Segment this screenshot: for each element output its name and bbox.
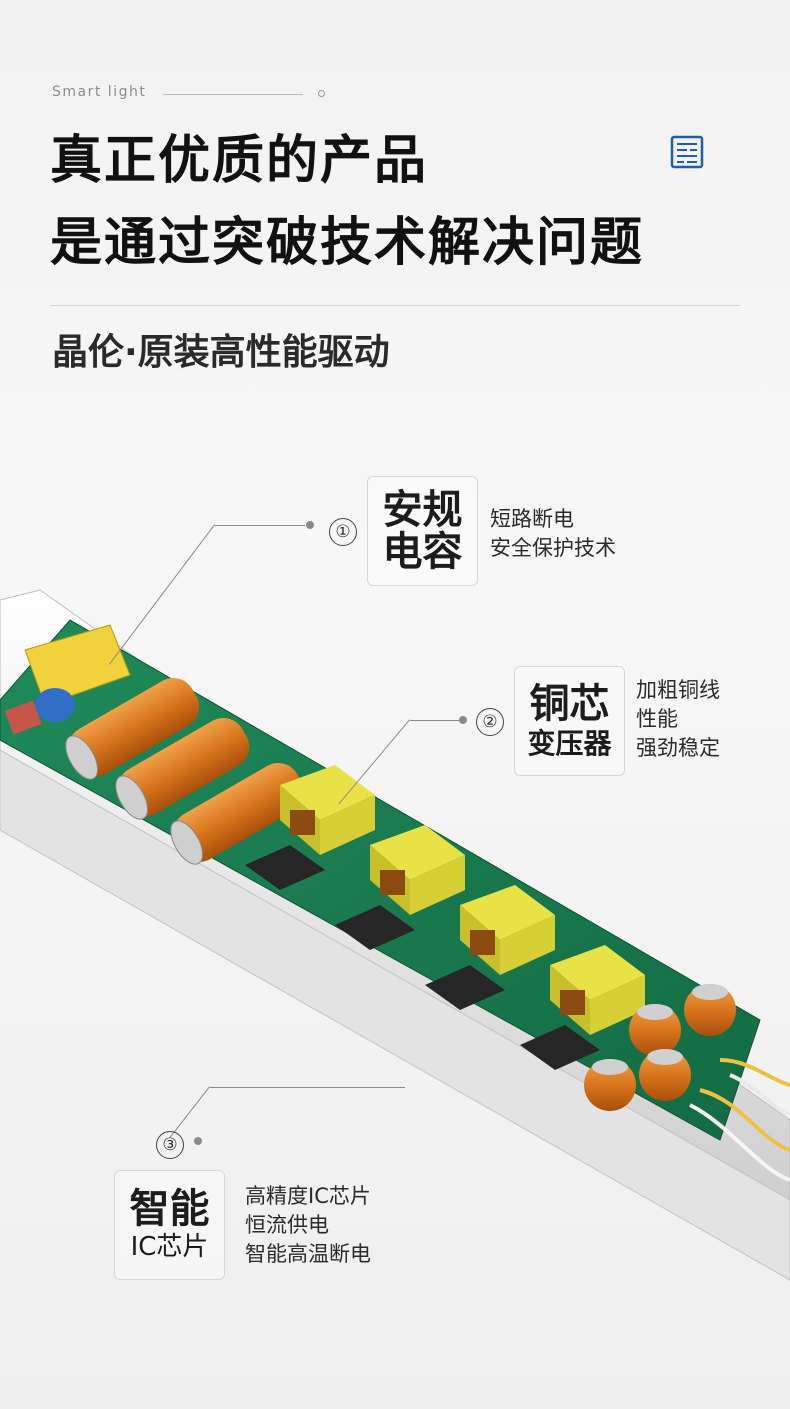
feature-title-3-line-1: 智能: [129, 1186, 210, 1233]
feature-title-3-line-2: IC芯片: [130, 1232, 209, 1263]
ic-chips: [245, 845, 600, 1070]
feature-desc-2: 加粗铜线 性能 强劲稳定: [636, 676, 720, 763]
brand-dot: [318, 90, 325, 97]
brand-divider: [163, 94, 303, 95]
output-wires: [689, 1058, 790, 1182]
feature-desc-2-line-2: 性能: [636, 707, 678, 731]
brand-tagline: Smart light: [52, 84, 147, 100]
feature-title-2-line-1: 铜芯: [529, 681, 610, 728]
copper-core-transformers: [280, 765, 645, 1035]
feature-title-box-1: 安规 电容: [367, 476, 478, 586]
feature-title-1-line-2: 电容: [382, 529, 463, 575]
feature-desc-1: 短路断电 安全保护技术: [490, 505, 616, 563]
leader-line-3: [210, 1087, 405, 1088]
feature-number-1: ①: [329, 518, 357, 546]
leader-dot-2: [459, 716, 467, 724]
leader-dot-3: [194, 1137, 202, 1145]
feature-desc-3: 高精度IC芯片 恒流供电 智能高温断电: [245, 1182, 371, 1269]
product-subtitle: 晶伦·原装高性能驱动: [52, 332, 390, 373]
feature-desc-3-line-3: 智能高温断电: [245, 1242, 371, 1266]
feature-title-box-2: 铜芯 变压器: [514, 666, 625, 776]
feature-title-box-3: 智能 IC芯片: [114, 1170, 225, 1280]
feature-title-1-line-1: 安规: [382, 487, 463, 533]
feature-desc-3-line-2: 恒流供电: [245, 1213, 329, 1237]
document-list-icon: [670, 135, 704, 169]
safety-capacitor: [24, 624, 131, 706]
headline-line-2: 是通过突破技术解决问题: [50, 213, 645, 273]
leader-line-2: [410, 720, 460, 721]
feature-desc-3-line-1: 高精度IC芯片: [245, 1184, 371, 1208]
feature-number-3: ③: [156, 1131, 184, 1159]
leader-dot-1: [306, 521, 314, 529]
output-capacitors: [584, 984, 736, 1111]
feature-desc-2-line-3: 强劲稳定: [636, 736, 720, 760]
electrolytic-capacitors: [65, 678, 305, 865]
feature-desc-1-line-2: 安全保护技术: [490, 536, 616, 560]
feature-desc-2-line-1: 加粗铜线: [636, 678, 720, 702]
feature-desc-1-line-1: 短路断电: [490, 507, 574, 531]
section-divider: [50, 305, 740, 306]
headline-line-1: 真正优质的产品: [50, 131, 429, 191]
driver-board-illustration: [0, 580, 790, 1320]
feature-number-2: ②: [476, 708, 504, 736]
feature-title-2-line-2: 变压器: [527, 727, 612, 761]
leader-line-1: [215, 525, 305, 526]
